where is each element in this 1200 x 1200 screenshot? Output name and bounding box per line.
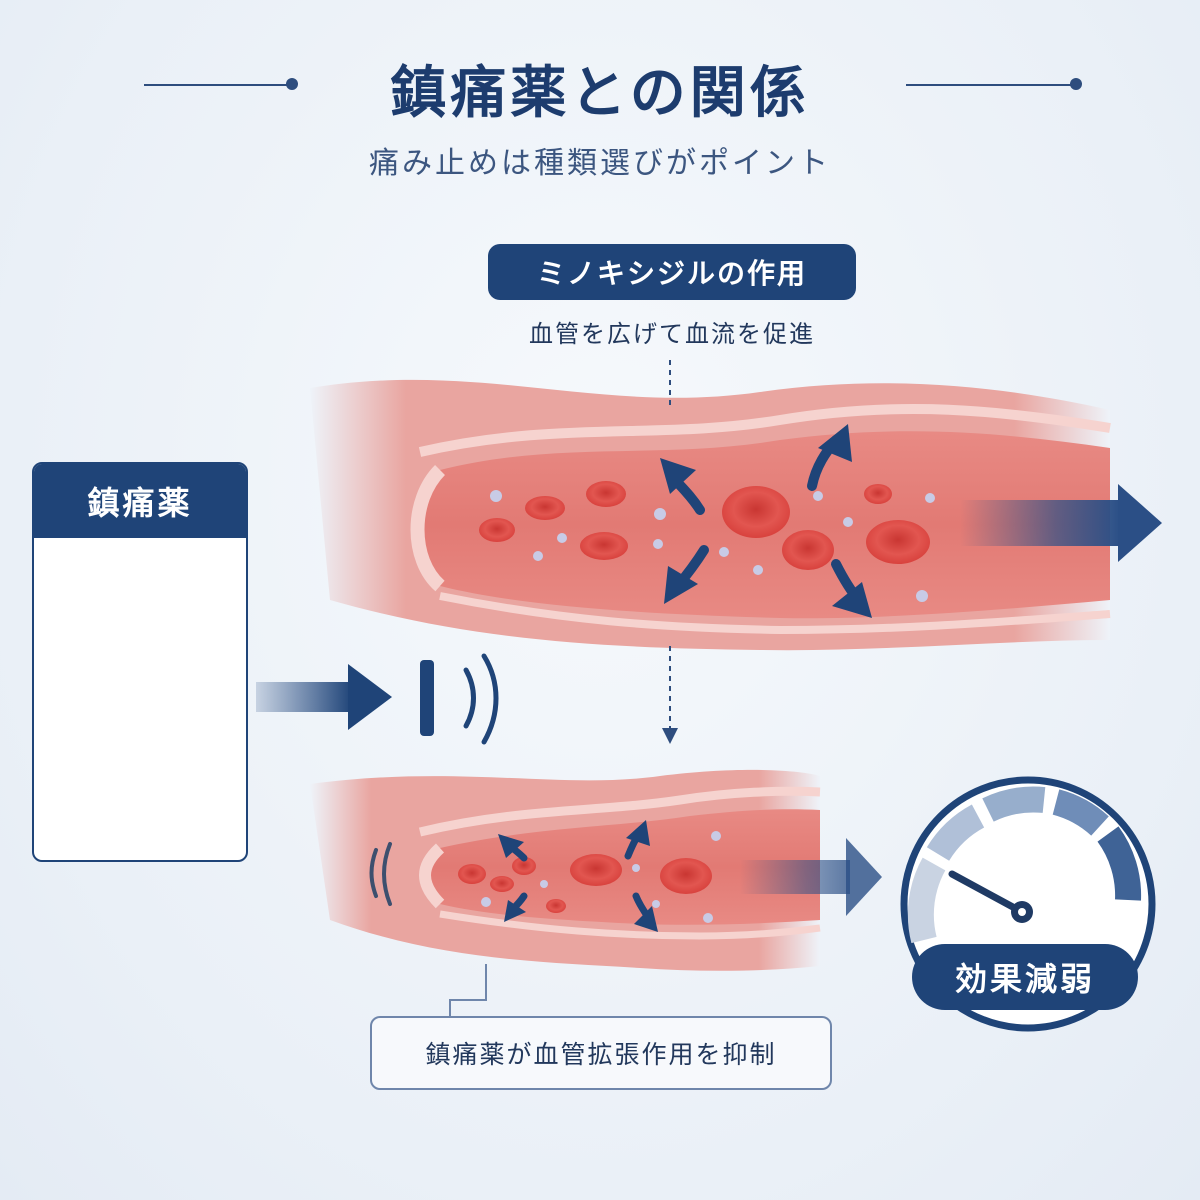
arrowhead-down-left-icon [664, 566, 698, 604]
particles [481, 831, 721, 923]
flow-arrow-weak [740, 838, 882, 916]
minoxidil-description: 血管を広げて血流を促進 [529, 320, 815, 348]
red-blood-cell [512, 857, 536, 875]
weak-dilation-arrowheads [498, 820, 658, 932]
red-blood-cell [864, 484, 892, 504]
dilated-vessel-opening-rim [410, 465, 446, 592]
dilation-arrowheads [660, 424, 872, 618]
constricted-vessel [310, 769, 821, 971]
title-decoration-left [144, 84, 294, 86]
particles [490, 490, 935, 602]
gauge-segment [1052, 789, 1109, 836]
compression-marks [369, 842, 392, 906]
red-blood-cell [722, 486, 790, 538]
red-blood-cell [782, 530, 834, 570]
arrowhead-up-right-icon [818, 424, 852, 462]
small-arrowhead-down-left-icon [504, 900, 526, 922]
red-blood-cell [525, 496, 565, 520]
gauge-segment [926, 804, 985, 862]
page-subtitle: 痛み止めは種類選びがポイント [369, 146, 831, 181]
arrowhead-down-right-icon [832, 582, 872, 618]
gauge-segment [982, 786, 1046, 822]
minoxidil-label: ミノキシジルの作用 [488, 244, 856, 300]
constricted-vessel-wall-edge [418, 786, 821, 837]
page-title: 鎮痛薬との関係 [390, 61, 810, 126]
dilated-vessel-wall-edge [418, 404, 1111, 457]
effect-reduced-badge: 効果減弱 [912, 944, 1138, 1010]
small-arrowhead-down-right-icon [634, 906, 658, 932]
red-blood-cell [490, 876, 514, 892]
dilated-vessel [310, 379, 1111, 651]
red-blood-cell [570, 854, 622, 886]
red-blood-cell [660, 858, 712, 894]
arrowhead-up-left-icon [660, 458, 696, 494]
gauge-needle-icon [948, 870, 1026, 916]
flow-arrow-strong [960, 484, 1162, 562]
note-connector [449, 964, 487, 1016]
gauge-segment [1097, 826, 1142, 901]
red-blood-cell [866, 520, 930, 564]
small-arrowhead-up-left-icon [498, 834, 524, 858]
small-arrowhead-up-right-icon [626, 820, 650, 846]
title-decoration-dot-right [1070, 78, 1082, 90]
painkiller-label: 鎮痛薬 [34, 464, 246, 538]
red-blood-cell [458, 864, 486, 884]
title-decoration-right [906, 84, 1074, 86]
red-blood-cell [546, 899, 566, 913]
dilated-vessel-lower-edge [439, 592, 1111, 635]
signal-wave-icon [481, 653, 499, 745]
title-decoration-dot-left [286, 78, 298, 90]
block-bar-icon [420, 660, 434, 736]
painkiller-card: 鎮痛薬 [32, 462, 248, 862]
inhibition-arrow [256, 653, 499, 745]
red-blood-cell [586, 481, 626, 507]
constricted-vessel-opening-rim [419, 843, 445, 909]
constricted-vessel-lower-edge [439, 910, 821, 940]
inhibition-note: 鎮痛薬が血管拡張作用を抑制 [370, 1016, 832, 1090]
red-blood-cell [479, 518, 515, 542]
red-blood-cell [580, 532, 628, 560]
signal-wave-icon [463, 667, 476, 729]
gauge-segment [907, 857, 946, 944]
connector-arrowhead-icon [662, 728, 678, 744]
